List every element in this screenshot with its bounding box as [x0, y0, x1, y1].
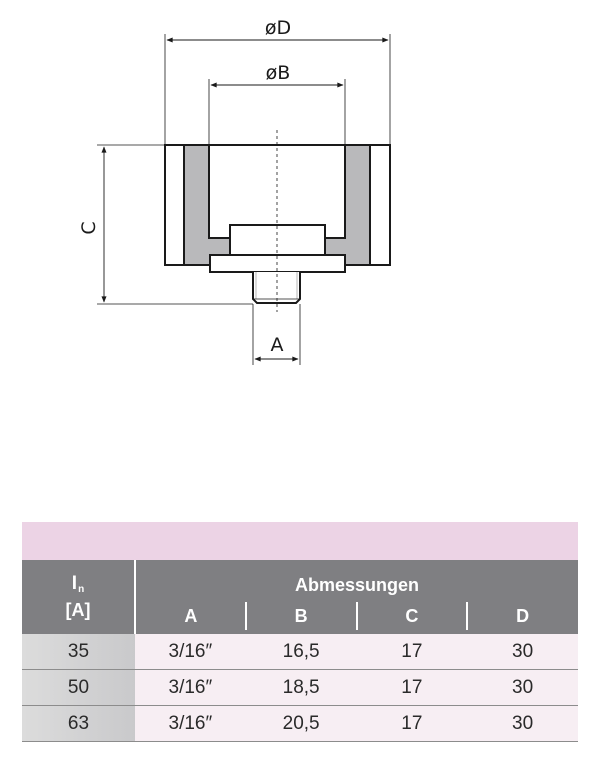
cell-current: 50	[22, 669, 135, 706]
header-col-d: D	[466, 598, 578, 634]
header-col-a: A	[135, 598, 246, 634]
dimension-inner-diameter: øB	[208, 62, 346, 145]
header-rated-current: In [A]	[22, 560, 136, 634]
header-col-c: C	[355, 598, 468, 634]
label-outer-diameter: øD	[265, 17, 291, 39]
current-symbol: In	[71, 572, 85, 595]
label-height: C	[78, 221, 100, 234]
technical-drawing: øD øB C A	[78, 17, 391, 365]
cell-b: 16,5	[245, 634, 357, 670]
cell-c: 17	[356, 634, 468, 670]
header-dimensions-group: Abmessungen	[135, 560, 578, 598]
dimension-table-container: In [A] Abmessungen A B C D 35 3/16″ 16,5…	[22, 522, 578, 742]
dimension-table: In [A] Abmessungen A B C D 35 3/16″ 16,5…	[22, 560, 578, 742]
cell-d: 30	[467, 634, 578, 670]
table-row: 63 3/16″ 20,5 17 30	[22, 705, 578, 742]
dimension-outer-diameter: øD	[164, 17, 391, 145]
cell-current: 35	[22, 634, 135, 670]
cell-a: 3/16″	[135, 705, 246, 742]
table-row: 50 3/16″ 18,5 17 30	[22, 669, 578, 706]
table-title-band	[22, 522, 578, 560]
table-row: 35 3/16″ 16,5 17 30	[22, 634, 578, 670]
dimension-thread: A	[252, 304, 301, 365]
label-thread: A	[271, 334, 284, 356]
cell-current: 63	[22, 705, 135, 742]
dimension-height: C	[78, 144, 253, 305]
cell-d: 30	[467, 705, 578, 742]
cell-c: 17	[356, 705, 468, 742]
part-cross-section	[164, 144, 391, 304]
cell-a: 3/16″	[135, 634, 246, 670]
header-col-b: B	[244, 598, 357, 634]
cell-d: 30	[467, 669, 578, 706]
label-inner-diameter: øB	[266, 62, 291, 84]
cell-b: 20,5	[245, 705, 357, 742]
current-unit: [A]	[65, 599, 91, 620]
cell-c: 17	[356, 669, 468, 706]
cell-a: 3/16″	[135, 669, 246, 706]
cell-b: 18,5	[245, 669, 357, 706]
